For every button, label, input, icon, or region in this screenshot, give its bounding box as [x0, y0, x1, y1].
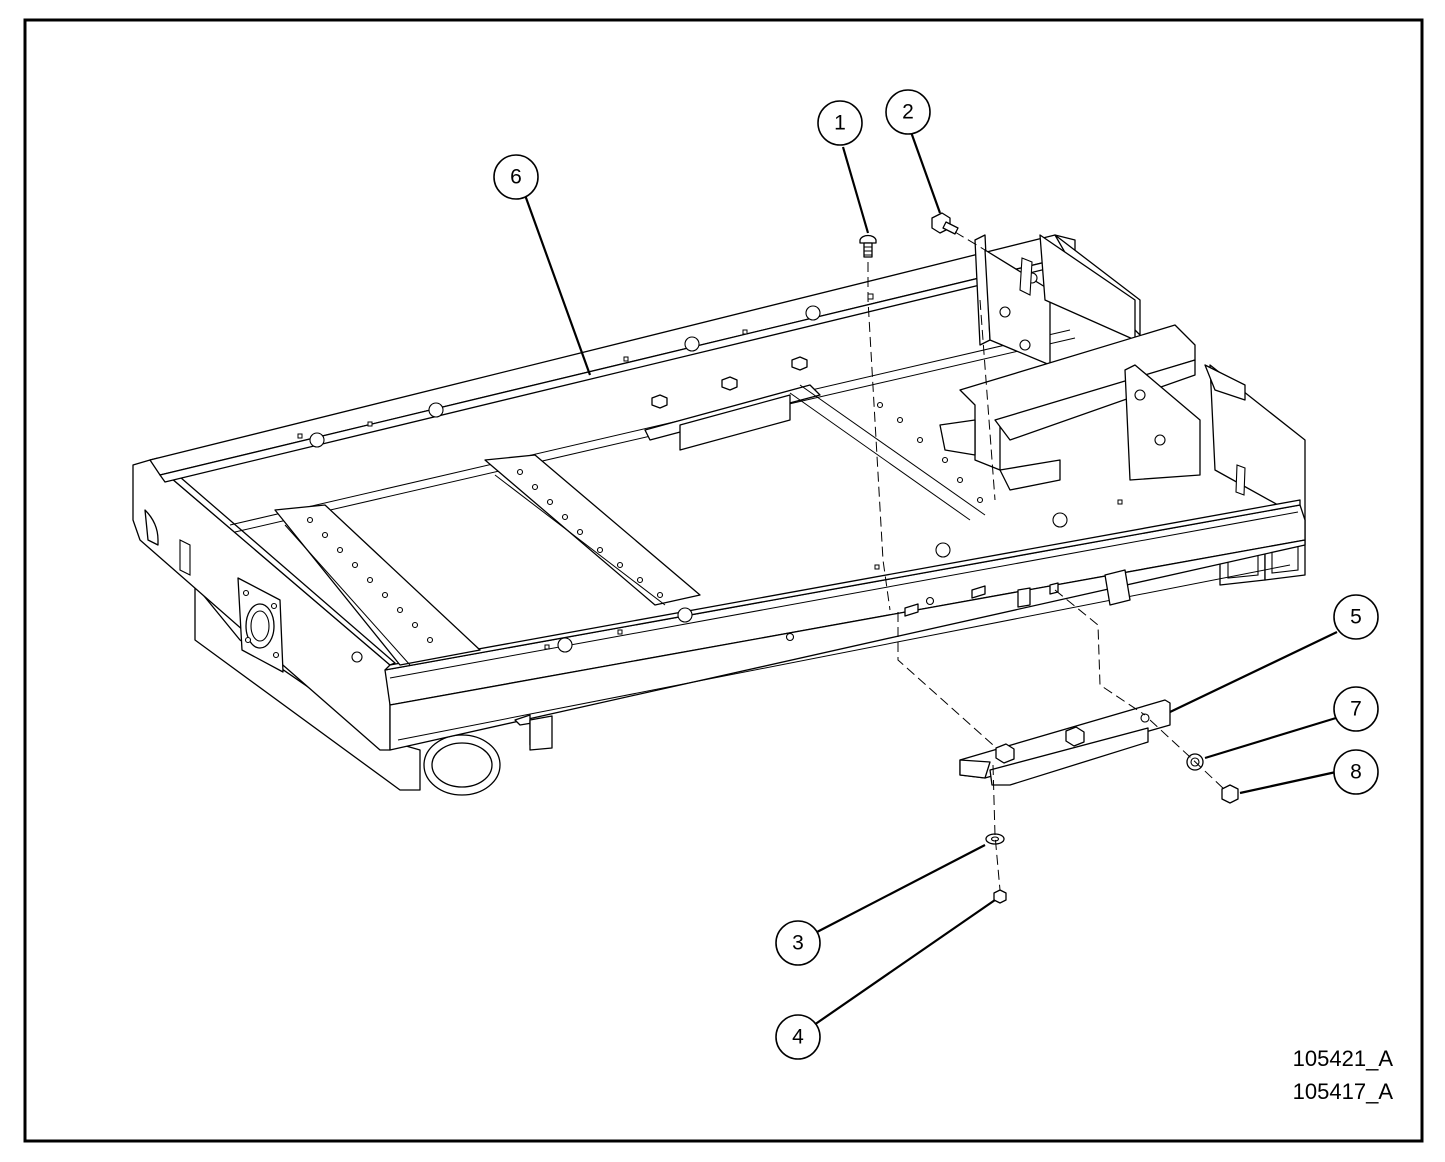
hex-bolt: [931, 212, 959, 235]
carriage-bolt: [859, 234, 877, 258]
balloon-2: 2: [885, 89, 931, 135]
balloon-7-label: 7: [1350, 698, 1362, 721]
balloon-5-label: 5: [1350, 606, 1362, 629]
balloon-3-label: 3: [792, 932, 804, 955]
mounting-bracket: [959, 699, 1171, 786]
leader-lines: [523, 131, 1338, 1026]
flange-bolt: [1221, 784, 1239, 804]
drawing-code-1: 105421_A: [1292, 1046, 1393, 1071]
balloon-6: 6: [493, 154, 539, 200]
balloon-3: 3: [775, 920, 821, 966]
balloon-4-label: 4: [792, 1026, 804, 1049]
balloon-1-label: 1: [834, 112, 846, 135]
balloon-1: 1: [817, 100, 863, 146]
chassis-frame: [132, 234, 1306, 796]
drawing-code-2: 105417_A: [1292, 1079, 1393, 1104]
balloon-4: 4: [775, 1014, 821, 1060]
balloon-5: 5: [1333, 594, 1379, 640]
hex-nut: [993, 889, 1007, 904]
balloon-8-label: 8: [1350, 761, 1362, 784]
balloon-2-label: 2: [902, 101, 914, 124]
assembly-lines: [867, 231, 1226, 891]
balloon-6-label: 6: [510, 166, 522, 189]
balloon-7: 7: [1333, 686, 1379, 732]
drawing-border: [23, 18, 1424, 1143]
balloon-8: 8: [1333, 749, 1379, 795]
